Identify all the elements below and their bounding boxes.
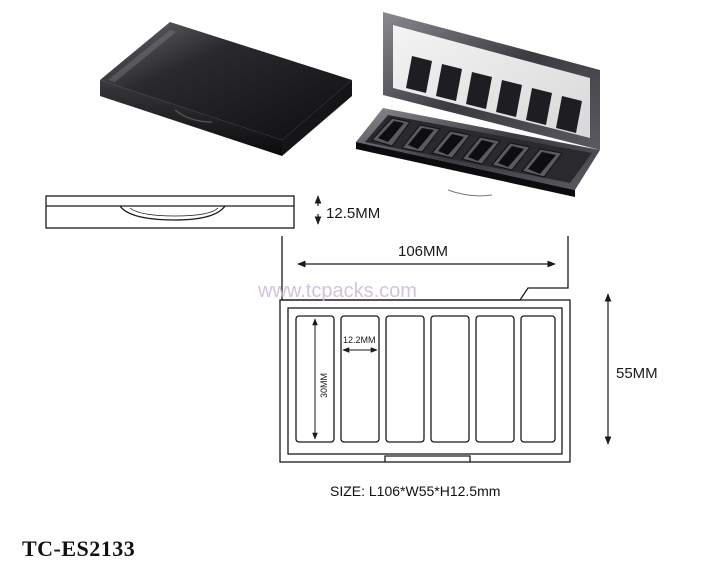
watermark: www.tcpacks.com <box>257 280 417 302</box>
pan-well <box>340 315 380 443</box>
open-compact-render <box>356 12 600 197</box>
pan-well <box>475 315 515 443</box>
pan-wells <box>295 315 556 443</box>
length-dimension: 106MM <box>297 243 556 268</box>
width-label: 55MM <box>616 365 658 382</box>
pan-width-label: 12.2MM <box>343 335 376 345</box>
width-dimension: 55MM <box>604 293 658 445</box>
height-label: 12.5MM <box>326 205 380 222</box>
model-number: TC-ES2133 <box>22 536 135 561</box>
closed-compact-render <box>100 22 352 156</box>
top-view-drawing <box>279 236 571 463</box>
size-caption: SIZE: L106*W55*H12.5mm <box>330 483 500 499</box>
height-dimension: 12.5MM <box>314 195 380 225</box>
side-profile-drawing <box>45 195 295 229</box>
pan-well <box>295 315 335 443</box>
pan-height-label: 30MM <box>319 373 329 398</box>
pan-height-dimension: 30MM <box>312 318 329 440</box>
length-label: 106MM <box>398 243 448 260</box>
pan-well <box>520 315 556 443</box>
pan-width-dimension: 12.2MM <box>342 335 378 353</box>
pan-well <box>430 315 470 443</box>
pan-well <box>385 315 425 443</box>
